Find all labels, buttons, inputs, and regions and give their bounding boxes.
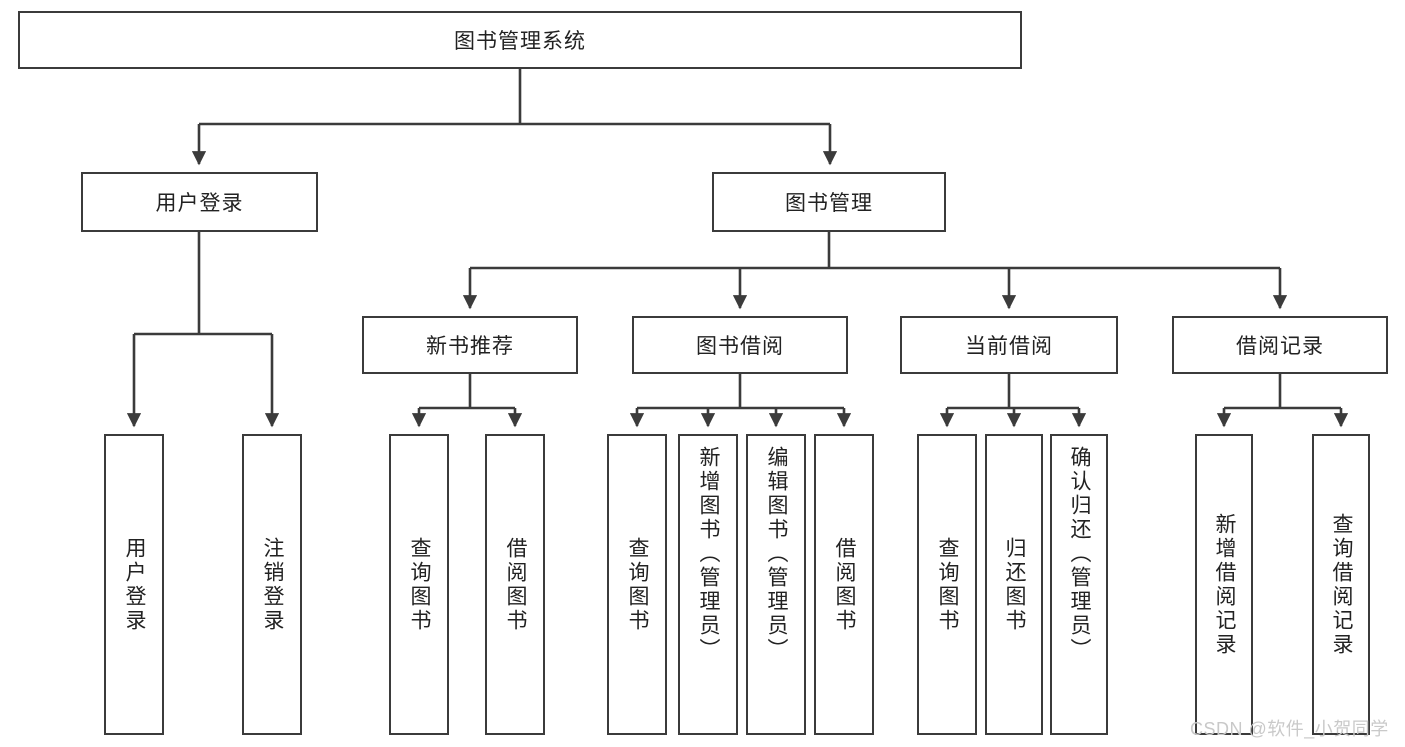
node-leaf-return-book-label: 归还图书 (1003, 536, 1027, 633)
node-leaf-logout-label: 注销登录 (261, 536, 285, 633)
watermark: CSDN @软件_小贺同学 (1190, 719, 1389, 739)
node-borrow-record-label: 借阅记录 (1236, 335, 1324, 358)
node-leaf-add-record-label: 新增借阅记录 (1213, 512, 1237, 657)
node-leaf-query-record[interactable]: 查询借阅记录 (1312, 434, 1370, 735)
node-leaf-confirm-return-label: 确认归还（管理员） (1068, 446, 1092, 662)
node-leaf-edit-book[interactable]: 编辑图书（管理员） (746, 434, 806, 735)
node-root-label: 图书管理系统 (454, 30, 586, 53)
node-leaf-query-record-label: 查询借阅记录 (1330, 512, 1354, 657)
node-current-borrow[interactable]: 当前借阅 (900, 316, 1118, 374)
node-leaf-edit-book-label: 编辑图书（管理员） (765, 446, 789, 662)
node-leaf-borrow-book-1[interactable]: 借阅图书 (485, 434, 545, 735)
node-leaf-user-login-label: 用户登录 (123, 536, 147, 633)
node-borrow-record[interactable]: 借阅记录 (1172, 316, 1388, 374)
node-book-borrow-label: 图书借阅 (696, 335, 784, 358)
node-leaf-borrow-book-2[interactable]: 借阅图书 (814, 434, 874, 735)
node-leaf-query-book-1-label: 查询图书 (408, 536, 432, 633)
node-leaf-query-book-2[interactable]: 查询图书 (607, 434, 667, 735)
node-root[interactable]: 图书管理系统 (18, 11, 1022, 69)
node-current-borrow-label: 当前借阅 (965, 335, 1053, 358)
node-leaf-confirm-return[interactable]: 确认归还（管理员） (1050, 434, 1108, 735)
node-leaf-add-book-label: 新增图书（管理员） (697, 446, 721, 662)
node-book-borrow[interactable]: 图书借阅 (632, 316, 848, 374)
node-leaf-user-login[interactable]: 用户登录 (104, 434, 164, 735)
node-leaf-borrow-book-1-label: 借阅图书 (504, 536, 528, 633)
node-new-book-recommend[interactable]: 新书推荐 (362, 316, 578, 374)
node-user-login-label: 用户登录 (155, 192, 244, 215)
node-book-manage[interactable]: 图书管理 (712, 172, 946, 232)
node-leaf-return-book[interactable]: 归还图书 (985, 434, 1043, 735)
node-user-login[interactable]: 用户登录 (81, 172, 318, 232)
node-leaf-borrow-book-2-label: 借阅图书 (833, 536, 857, 633)
node-leaf-query-book-3-label: 查询图书 (936, 536, 960, 633)
node-leaf-add-record[interactable]: 新增借阅记录 (1195, 434, 1253, 735)
node-leaf-query-book-1[interactable]: 查询图书 (389, 434, 449, 735)
node-leaf-query-book-2-label: 查询图书 (626, 536, 650, 633)
node-book-manage-label: 图书管理 (785, 192, 873, 215)
node-leaf-add-book[interactable]: 新增图书（管理员） (678, 434, 738, 735)
node-leaf-logout[interactable]: 注销登录 (242, 434, 302, 735)
node-new-book-recommend-label: 新书推荐 (426, 335, 514, 358)
node-leaf-query-book-3[interactable]: 查询图书 (917, 434, 977, 735)
